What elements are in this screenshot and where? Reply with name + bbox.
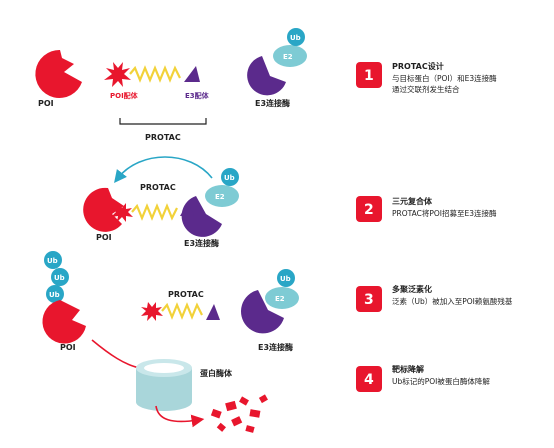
step-title-4: 靶标降解 [392,364,424,374]
ub-chain-label-3: Ub [49,291,60,299]
step-desc-1a: 与目标蛋白（POI）和E3连接酶 [392,73,497,83]
e2-shape-3 [265,287,299,309]
ub-shape [287,28,305,46]
ub-chain-2 [51,268,69,286]
poi-label-3: POI [60,343,76,352]
poi-label-2: POI [96,233,112,242]
panel-1: POI POI配体 E3配体 PROTAC E2 Ub E3连接酶 [35,28,307,142]
step-1: 1 PROTAC设计 与目标蛋白（POI）和E3连接酶 通过交联剂发生结合 [356,61,497,94]
ub-chain-label-1: Ub [47,257,58,265]
poi-shape-2 [83,187,124,232]
step-number-1: 1 [364,68,374,84]
proteasome [136,359,192,411]
e3-ligand-triangle-2 [180,202,194,216]
linker-zigzag [129,65,181,83]
e3-ligand-triangle [184,66,200,82]
protac-label-2: PROTAC [140,183,176,192]
ub-label-3: Ub [280,275,291,283]
e2-label-2: E2 [215,193,225,201]
ub-transfer-arrow [114,156,213,184]
panel-3: Ub Ub Ub POI PROTAC E2 Ub E3连接酶 蛋白酶体 [42,251,299,433]
poi-shape-3 [42,300,86,344]
ub-label-2: Ub [224,174,235,182]
poi-ligand-star [104,62,131,87]
protac-bracket [119,118,207,125]
step-4: 4 靶标降解 Ub标记的POI被蛋白酶体降解 [356,364,490,392]
ub-chain-label-2: Ub [54,274,65,282]
ub-shape-3 [277,269,295,287]
e3-ligase-shape-2 [181,196,222,237]
poi-label: POI [38,99,54,108]
poi-shape [35,49,82,98]
step-badge-4 [356,366,382,392]
ub-chain-1 [44,251,62,269]
step-2: 2 三元复合体 PROTAC将POI招募至E3连接酶 [356,196,497,222]
protac-label-3: PROTAC [168,290,204,299]
step-number-3: 3 [364,292,374,308]
peptide-fragments [210,394,268,433]
e3-ligand-triangle-3 [206,304,220,320]
step-desc-4: Ub标记的POI被蛋白酶体降解 [392,376,490,386]
e2-label-3: E2 [275,295,285,303]
degradation-arrow [155,405,205,428]
e2-shape-2 [205,185,239,207]
step-badge-2 [356,196,382,222]
ub-shape-2 [221,168,239,186]
e2-shape [273,45,307,67]
e3-ligand-label: E3配体 [185,91,210,100]
protac-label: PROTAC [145,133,181,142]
linker-zigzag-3 [161,302,203,320]
e3-label-2: E3连接酶 [184,238,219,248]
step-badge-3 [356,286,382,312]
proteasome-label: 蛋白酶体 [200,368,233,378]
step-badge-1 [356,62,382,88]
step-desc-2: PROTAC将POI招募至E3连接酶 [392,208,497,218]
step-desc-3: 泛素（Ub）被加入至POI赖氨酸残基 [392,296,513,306]
poi-ligand-label: POI配体 [110,91,139,100]
e3-label-3: E3连接酶 [258,342,293,352]
e3-ligase-shape [247,56,286,96]
step-number-2: 2 [364,202,374,218]
ub-label: Ub [290,34,301,42]
ub-chain-3 [46,285,64,303]
e3-ligase-shape-3 [241,290,284,334]
e3-label: E3连接酶 [255,98,290,108]
step-title-1: PROTAC设计 [392,61,444,71]
step-number-4: 4 [364,372,374,388]
panel-2: PROTAC POI E2 Ub E3连接酶 [83,156,239,248]
poi-to-proteasome-arrow [91,339,141,369]
poi-ligand-star-2 [111,203,133,222]
step-title-2: 三元复合体 [392,196,433,206]
step-desc-1b: 通过交联剂发生结合 [392,84,460,94]
e2-label: E2 [283,53,293,61]
linker-zigzag-2 [131,203,178,221]
step-title-3: 多聚泛素化 [392,284,432,294]
step-3: 3 多聚泛素化 泛素（Ub）被加入至POI赖氨酸残基 [356,284,513,312]
poi-ligand-star-3 [141,302,163,321]
